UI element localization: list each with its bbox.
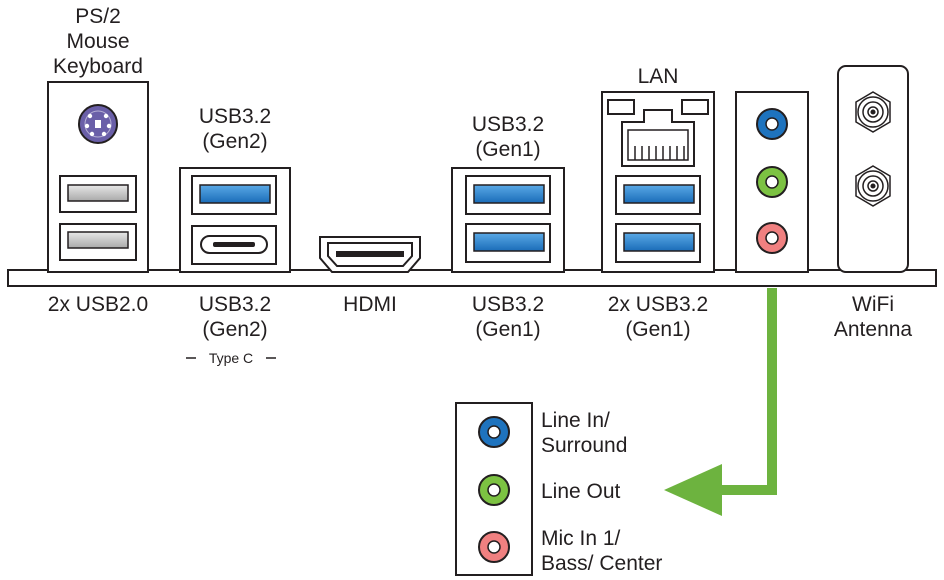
audio-jack-blue-icon xyxy=(756,108,788,140)
label-lan: LAN xyxy=(637,65,679,88)
label-usb20: 2x USB2.0 xyxy=(47,293,149,316)
audio-jack-stack xyxy=(735,91,809,273)
audio-jack-pink-icon xyxy=(756,222,788,254)
ps2-usb20-stack xyxy=(47,81,149,273)
usb20-port-icon xyxy=(59,223,137,261)
label-usb-gen1-top: USB3.2 (Gen1) xyxy=(471,113,545,161)
lan-port-icon xyxy=(607,99,709,167)
audio-jack-green-icon xyxy=(756,166,788,198)
green-arrow-icon xyxy=(664,288,777,516)
legend-jack-green-icon xyxy=(478,474,510,506)
antenna-connector-icon xyxy=(855,165,891,207)
label-usb-gen2-top: USB3.2 (Gen2) xyxy=(198,105,272,153)
label-ps2: PS/2 Mouse Keyboard xyxy=(53,5,143,78)
wifi-antenna-stack xyxy=(837,65,909,273)
legend-jack-pink-icon xyxy=(478,531,510,563)
usb-gen2-stack xyxy=(179,167,291,273)
hdmi-port-icon xyxy=(319,236,421,273)
audio-legend xyxy=(455,402,533,576)
usb-gen1-stack xyxy=(451,167,565,273)
label-usb-gen1-bottom: USB3.2 (Gen1) xyxy=(471,293,545,341)
usb3-port-icon xyxy=(465,223,551,263)
usb3-port-icon xyxy=(465,175,551,215)
label-wifi-antenna: WiFi Antenna xyxy=(833,293,913,341)
legend-label-line-in: Line In/ Surround xyxy=(541,409,628,457)
antenna-connector-icon xyxy=(855,91,891,133)
ps2-port-icon xyxy=(78,104,118,144)
usb20-port-icon xyxy=(59,175,137,213)
lan-usb-stack xyxy=(601,91,715,273)
legend-jack-blue-icon xyxy=(478,416,510,448)
label-hdmi: HDMI xyxy=(343,293,397,316)
label-type-c: Type C xyxy=(208,350,254,366)
legend-label-line-out: Line Out xyxy=(541,480,621,503)
usb3-port-icon xyxy=(615,175,701,215)
usb3-port-icon xyxy=(615,223,701,263)
usb-type-c-port-icon xyxy=(191,225,277,265)
legend-label-mic-in: Mic In 1/ Bass/ Center xyxy=(541,527,663,575)
label-usb-gen2-bottom: USB3.2 (Gen2) xyxy=(198,293,272,341)
label-usb-2x-gen1: 2x USB3.2 (Gen1) xyxy=(607,293,709,341)
usb3-port-icon xyxy=(191,175,277,215)
